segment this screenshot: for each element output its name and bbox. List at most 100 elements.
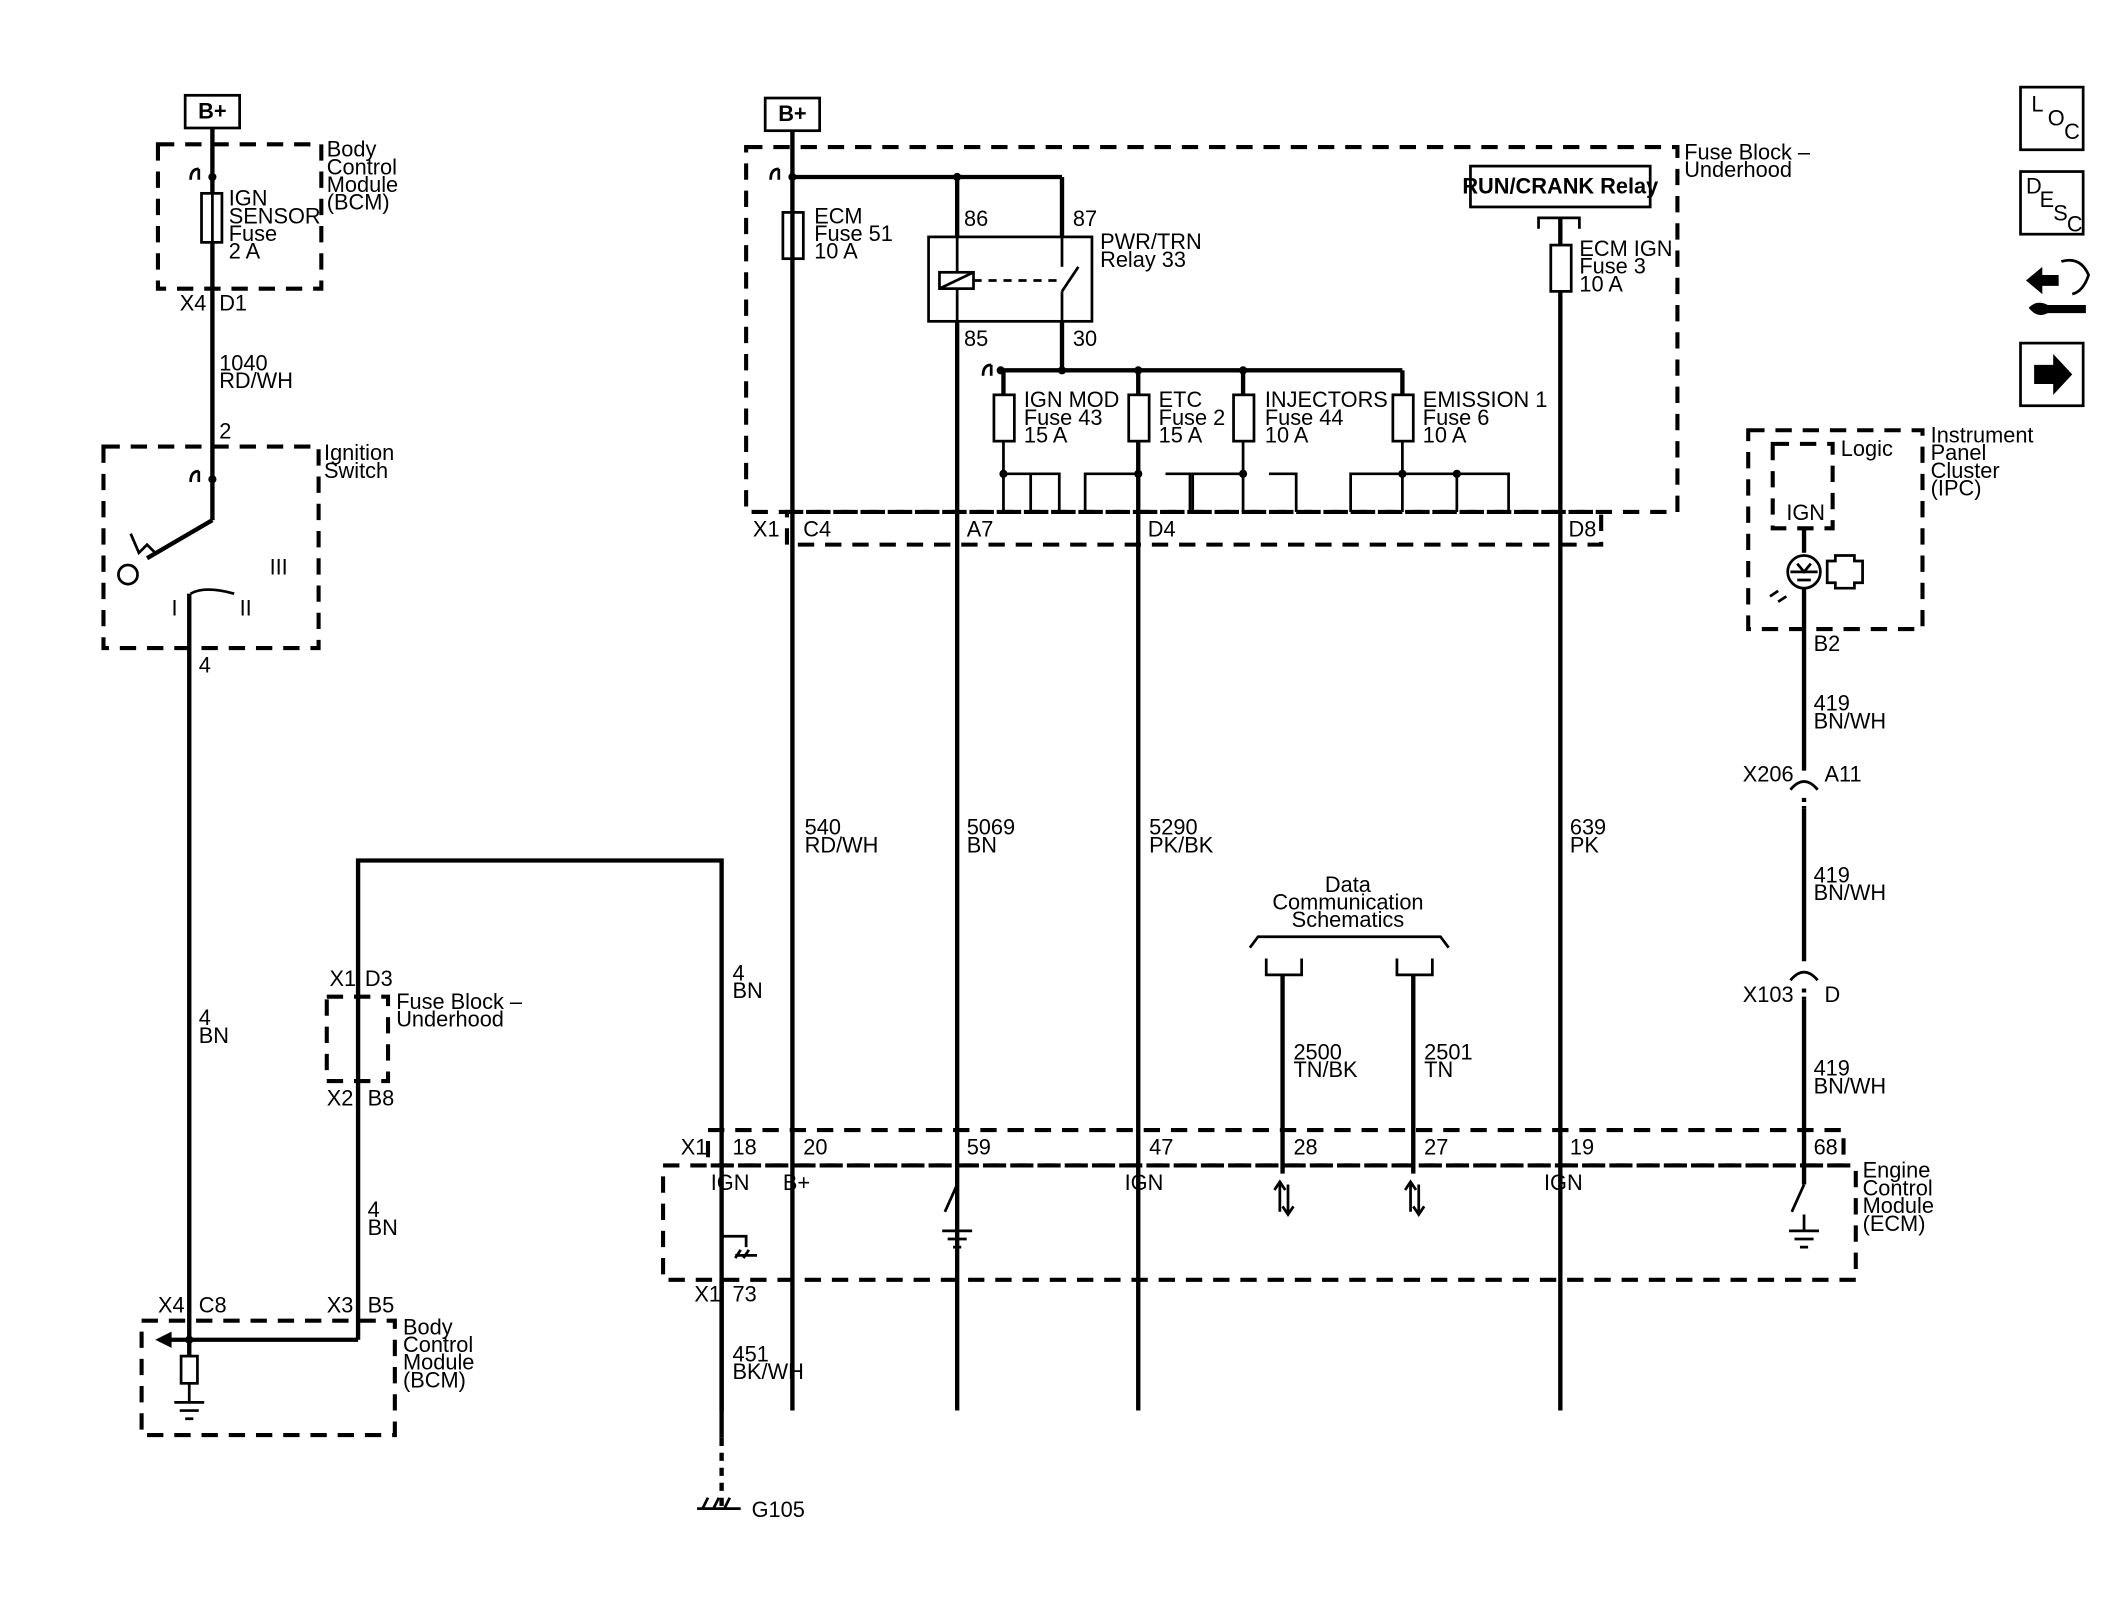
svg-text:D: D <box>2026 173 2042 198</box>
svg-text:SENSOR: SENSOR <box>229 203 321 228</box>
svg-text:D: D <box>1824 982 1840 1007</box>
svg-text:Fuse 44: Fuse 44 <box>1265 405 1344 430</box>
svg-text:X1: X1 <box>681 1135 708 1160</box>
svg-text:Communication: Communication <box>1272 890 1423 915</box>
svg-text:Fuse 43: Fuse 43 <box>1024 405 1103 430</box>
connector-repair-icon[interactable] <box>2025 258 2091 315</box>
pwr-trn-relay-label: PWR/TRN Relay 33 <box>1100 229 1202 272</box>
wire-419c-label: 419 BN/WH <box>1814 1056 1887 1099</box>
svg-text:Ignition: Ignition <box>324 440 394 465</box>
svg-text:BN/WH: BN/WH <box>1814 1073 1887 1098</box>
svg-text:5290: 5290 <box>1149 815 1197 840</box>
ecm-pin59-ground-icon <box>942 1183 973 1249</box>
svg-text:Engine: Engine <box>1863 1158 1931 1183</box>
wire-4-left-label: 4 BN <box>199 1005 229 1048</box>
next-arrow-icon[interactable] <box>2019 341 2085 408</box>
svg-text:S: S <box>2053 201 2068 226</box>
x206-connector-icon <box>1789 780 1819 791</box>
ecm-title: Engine Control Module (ECM) <box>1863 1158 1934 1236</box>
svg-text:Switch: Switch <box>324 458 388 483</box>
svg-text:X3: X3 <box>327 1293 354 1318</box>
svg-text:1040: 1040 <box>219 350 267 375</box>
ignition-key-icon <box>117 563 139 586</box>
bplus-box-left: B+ <box>183 93 241 130</box>
svg-text:C: C <box>2067 211 2083 236</box>
fuse-block-underhood-border <box>744 145 1680 514</box>
svg-text:O: O <box>2048 105 2065 130</box>
svg-text:18: 18 <box>733 1135 757 1160</box>
ignition-switch-title: Ignition Switch <box>324 440 394 483</box>
etc-fuse-2-icon <box>1127 393 1151 443</box>
svg-text:Fuse Block –: Fuse Block – <box>396 989 523 1014</box>
svg-text:G105: G105 <box>752 1497 805 1522</box>
svg-text:I: I <box>172 595 178 620</box>
svg-text:86: 86 <box>964 206 988 231</box>
svg-text:B+: B+ <box>198 98 226 123</box>
svg-text:X1: X1 <box>694 1282 721 1307</box>
svg-text:TN: TN <box>1424 1057 1453 1082</box>
g105-ground-icon <box>697 1497 741 1510</box>
ign-sensor-fuse-label: IGN SENSOR Fuse 2 A <box>229 186 321 264</box>
svg-text:D1: D1 <box>219 290 247 315</box>
svg-text:Body: Body <box>327 137 377 162</box>
ecm-pin28-data-arrows-icon <box>1273 1179 1295 1217</box>
svg-text:III: III <box>270 555 288 580</box>
svg-text:85: 85 <box>964 326 988 351</box>
svg-text:4: 4 <box>368 1197 380 1222</box>
svg-text:639: 639 <box>1570 815 1606 840</box>
data-communication-label: Data Communication Schematics <box>1272 872 1423 932</box>
wire-1040-label: 1040 RD/WH <box>219 350 293 393</box>
svg-text:EMISSION 1: EMISSION 1 <box>1423 387 1548 412</box>
bcm-top-title: Body Control Module (BCM) <box>327 137 398 215</box>
x103-connector-icon <box>1789 970 1819 982</box>
svg-text:Cluster: Cluster <box>1931 458 2000 483</box>
svg-text:Data: Data <box>1325 872 1372 897</box>
svg-text:Body: Body <box>403 1314 453 1339</box>
svg-text:Fuse 6: Fuse 6 <box>1423 405 1490 430</box>
svg-text:Control: Control <box>327 154 397 179</box>
svg-text:BN: BN <box>199 1023 229 1048</box>
pwr-trn-relay-33-box <box>927 235 1094 323</box>
svg-text:2501: 2501 <box>1424 1039 1472 1064</box>
svg-text:X4: X4 <box>158 1293 185 1318</box>
wire-4b-label: 4 BN <box>368 1197 398 1240</box>
svg-text:B+: B+ <box>783 1170 810 1195</box>
ignition-switch-border <box>101 444 321 651</box>
svg-text:IGN: IGN <box>1544 1170 1583 1195</box>
emission-1-fuse-label: EMISSION 1 Fuse 6 10 A <box>1423 387 1548 447</box>
svg-text:RD/WH: RD/WH <box>219 368 293 393</box>
svg-text:Underhood: Underhood <box>396 1007 504 1032</box>
svg-text:IGN: IGN <box>711 1170 750 1195</box>
fuse-block-underhood-title: Fuse Block – Underhood <box>1684 139 1811 182</box>
svg-text:A7: A7 <box>967 516 994 541</box>
svg-text:II: II <box>240 595 252 620</box>
ecm-pin27-data-arrows-icon <box>1403 1179 1426 1217</box>
svg-text:Instrument: Instrument <box>1931 423 2034 448</box>
svg-text:D8: D8 <box>1568 516 1596 541</box>
bcm-input-arrow-icon <box>155 1331 172 1348</box>
svg-text:540: 540 <box>805 815 841 840</box>
ecm-fuse-51-label: ECM Fuse 51 10 A <box>814 203 893 263</box>
wire-2501-label: 2501 TN <box>1424 1039 1472 1082</box>
ecm-pin68-ground-icon <box>1789 1183 1820 1249</box>
wire-5290-label: 5290 PK/BK <box>1149 815 1214 858</box>
location-icon[interactable]: L O C <box>2019 85 2085 152</box>
svg-text:68: 68 <box>1814 1135 1838 1160</box>
svg-text:5069: 5069 <box>967 815 1015 840</box>
wire-419a-label: 419 BN/WH <box>1814 691 1887 734</box>
svg-text:PK/BK: PK/BK <box>1149 832 1214 857</box>
svg-text:ECM IGN: ECM IGN <box>1579 236 1672 261</box>
svg-text:Logic: Logic <box>1841 436 1893 461</box>
ignition-switch-contact <box>145 518 214 561</box>
svg-text:28: 28 <box>1293 1135 1317 1160</box>
svg-text:Underhood: Underhood <box>1684 157 1792 182</box>
svg-text:IGN: IGN <box>229 186 268 211</box>
fuse-block-x1-connector <box>784 509 1604 547</box>
ipc-module-border <box>1746 428 1925 632</box>
wire-451-label: 451 BK/WH <box>733 1342 804 1385</box>
wire-419b-label: 419 BN/WH <box>1814 862 1887 905</box>
svg-text:X4: X4 <box>180 290 207 315</box>
svg-text:Relay 33: Relay 33 <box>1100 247 1186 272</box>
description-icon[interactable]: D E S C <box>2019 170 2085 237</box>
